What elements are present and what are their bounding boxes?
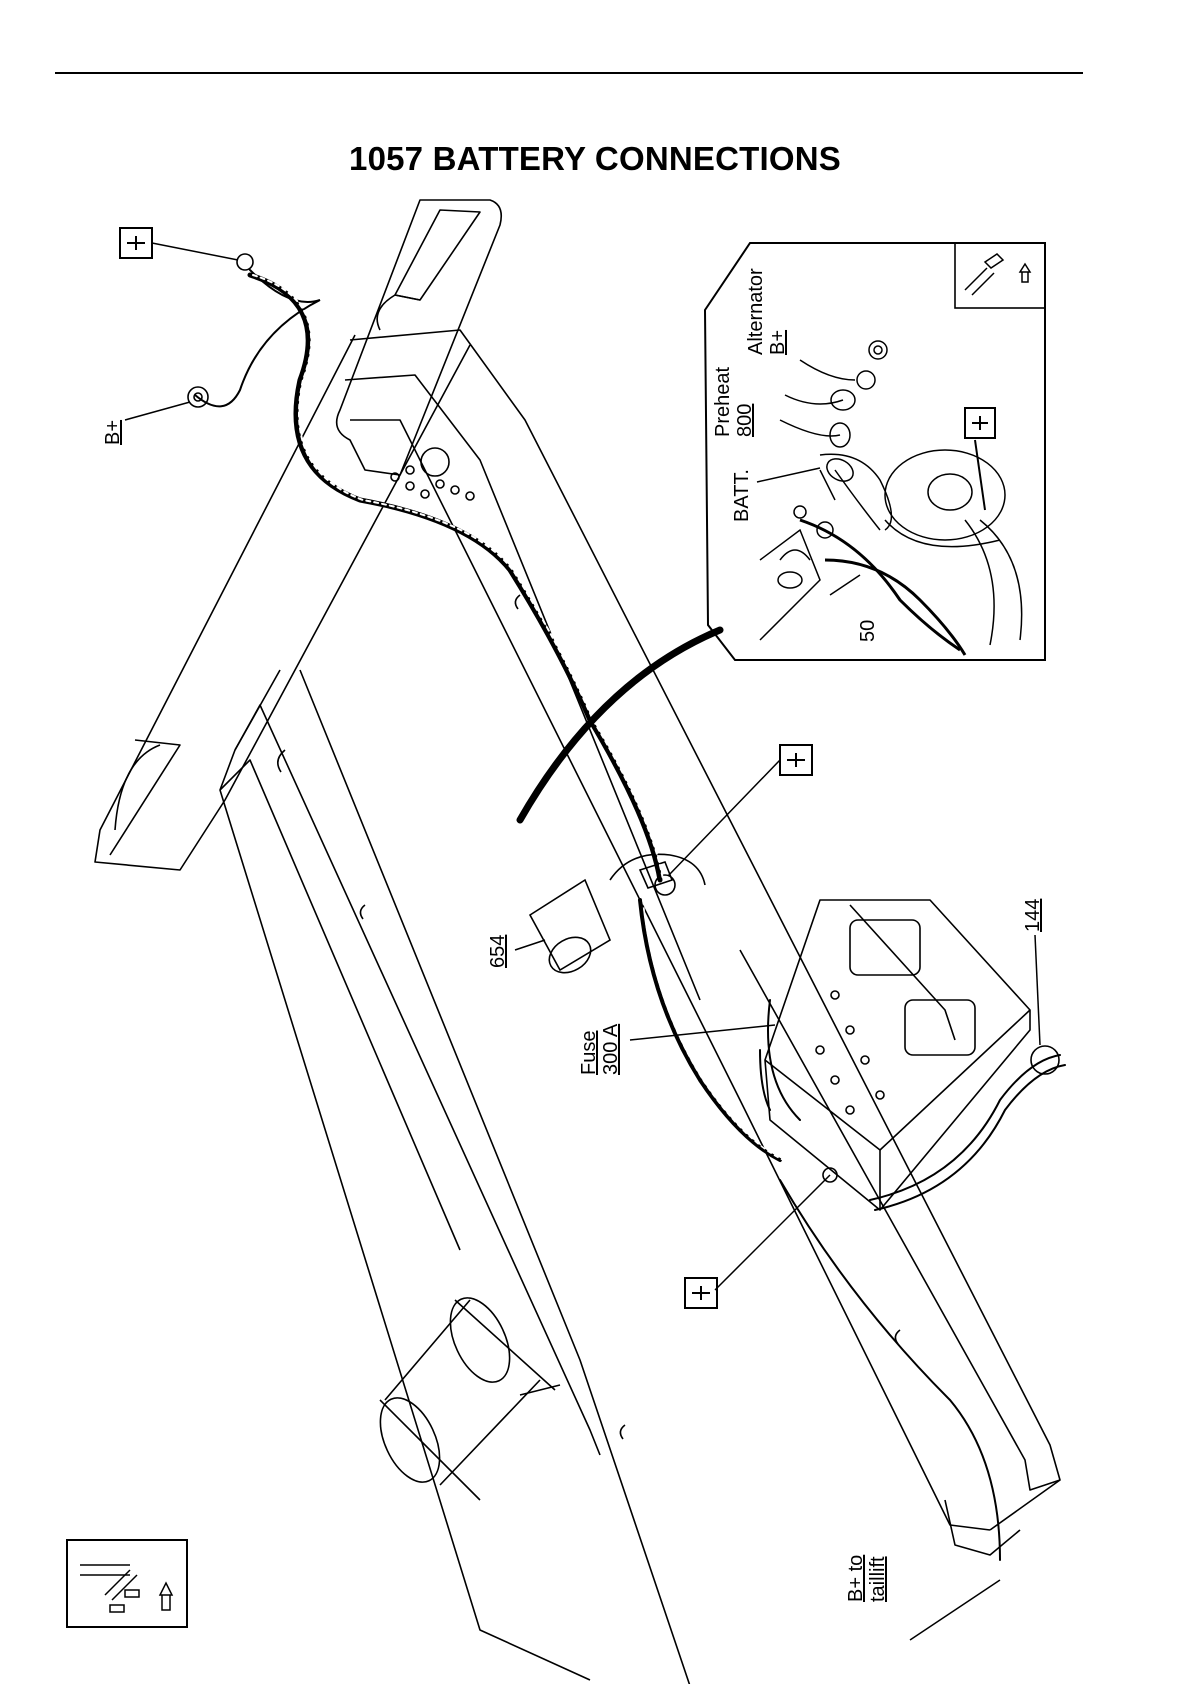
cable-harness bbox=[188, 254, 1065, 1560]
label-fuse: Fuse 300 A bbox=[578, 1024, 622, 1075]
label-alternator: Alternator B+ bbox=[745, 268, 789, 355]
ground-symbols bbox=[120, 228, 812, 1308]
label-b-plus: B+ bbox=[102, 420, 124, 445]
label-b-plus-taillift: B+ to taillift bbox=[845, 1555, 889, 1602]
label-preheat: Preheat 800 bbox=[712, 367, 756, 437]
label-144: 144 bbox=[1022, 899, 1044, 932]
chassis-frame bbox=[95, 200, 1060, 1684]
label-654: 654 bbox=[487, 935, 509, 968]
orientation-symbol bbox=[67, 1540, 187, 1627]
label-batt: BATT. bbox=[731, 469, 753, 522]
battery-box bbox=[765, 900, 1059, 1210]
starter-motor bbox=[530, 854, 705, 980]
label-50: 50 bbox=[857, 620, 879, 642]
